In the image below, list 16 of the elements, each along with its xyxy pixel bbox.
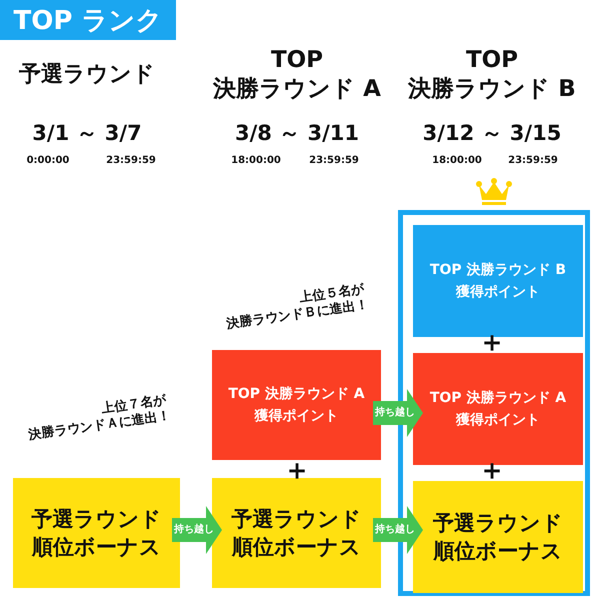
- advance-note: 上位５名が決勝ラウンドＢに進出！: [224, 280, 370, 333]
- advance-note: 上位７名が決勝ラウンドＡに進出！: [26, 392, 172, 444]
- end-time: 23:59:59: [308, 154, 360, 167]
- start-time: 18:00:00: [230, 154, 282, 167]
- start-time: 18:00:00: [431, 154, 483, 167]
- date-range: 3/12 ～ 3/15: [422, 120, 562, 146]
- start-time: 0:00:00: [26, 154, 70, 167]
- end-time: 23:59:59: [507, 154, 559, 167]
- end-time: 23:59:59: [105, 154, 157, 167]
- round-heading: TOP 決勝ラウンド B: [406, 46, 577, 104]
- title-badge: TOP ランク: [0, 0, 176, 40]
- round-heading: 予選ラウンド: [18, 61, 156, 88]
- date-range: 3/1 ～ 3/7: [31, 120, 143, 146]
- date-range: 3/8 ～ 3/11: [234, 120, 360, 146]
- round-heading: TOP 決勝ラウンド A: [212, 46, 382, 104]
- bonus-box: 予選ラウンド順位ボーナス: [413, 481, 583, 593]
